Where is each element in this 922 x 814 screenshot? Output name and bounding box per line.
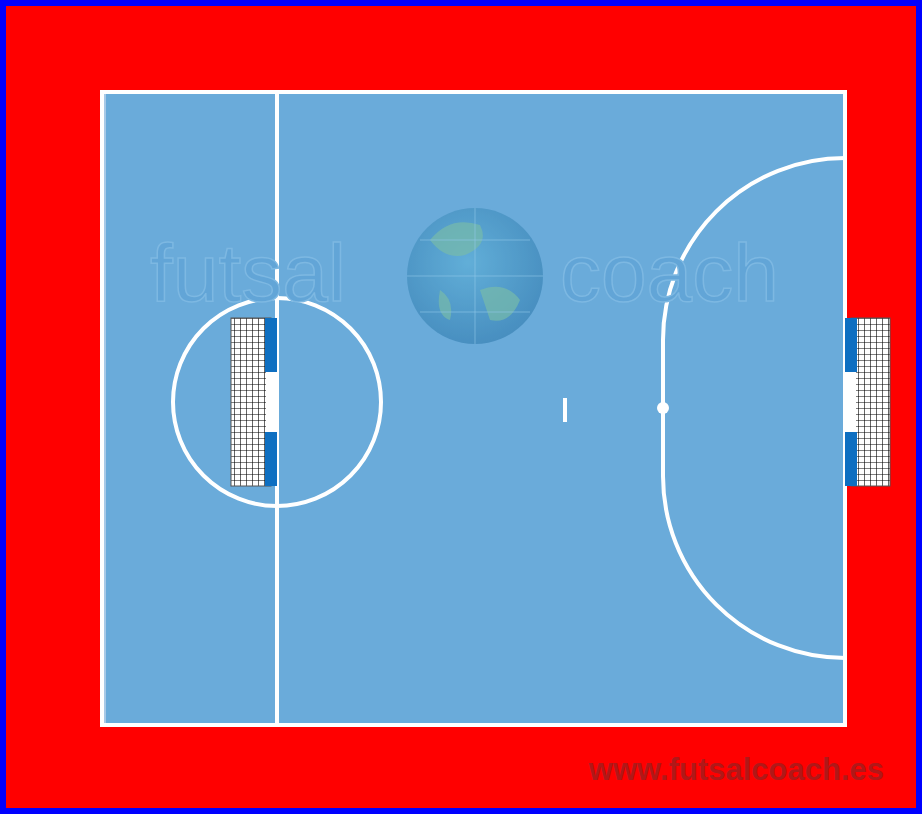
watermark-text: coach	[560, 232, 779, 314]
court-lines	[102, 92, 845, 725]
left-goal	[231, 318, 277, 486]
playing-surface	[100, 90, 847, 727]
globe-watermark	[407, 208, 543, 344]
right-goal	[845, 318, 890, 486]
penalty-mark	[657, 402, 669, 414]
outer-border	[3, 3, 919, 811]
watermark-text: futsal	[150, 232, 346, 314]
website-url: www.futsalcoach.es	[589, 754, 884, 785]
